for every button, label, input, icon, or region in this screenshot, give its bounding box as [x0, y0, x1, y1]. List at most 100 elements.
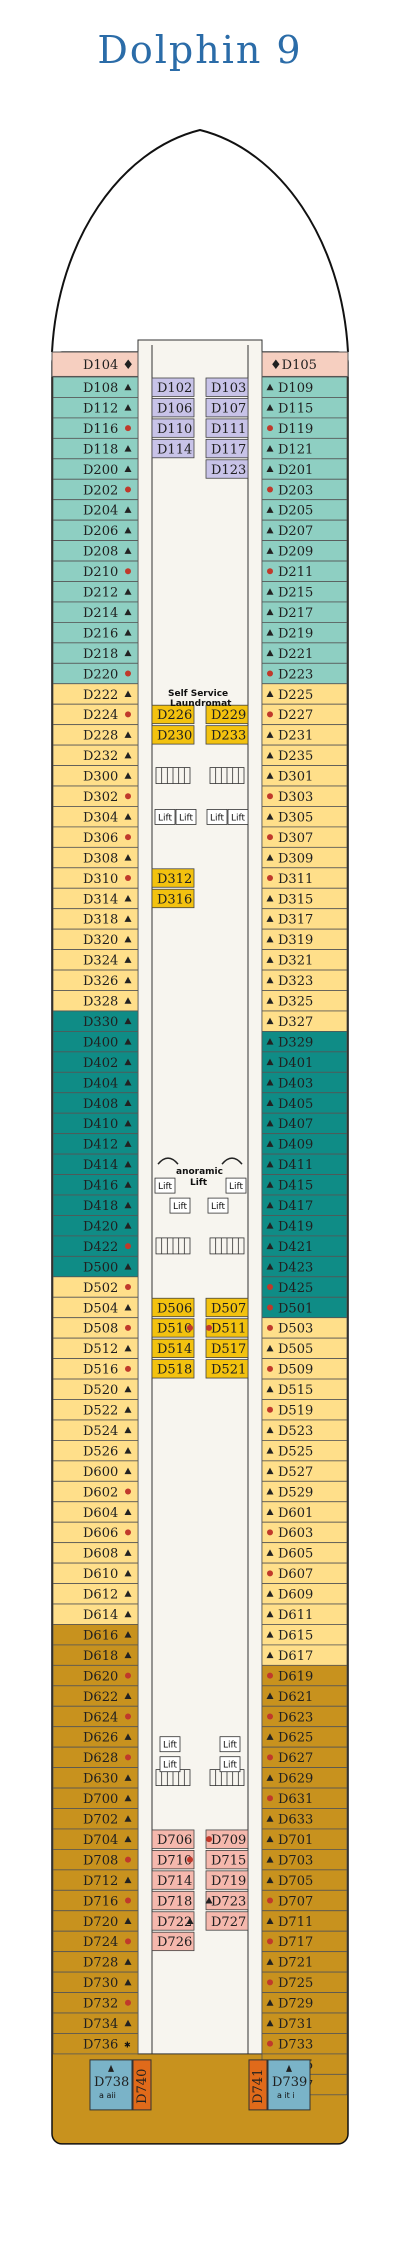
cabin-D312[interactable]: D312 — [151, 868, 195, 888]
cabin-D521[interactable]: D521 — [205, 1359, 249, 1379]
cabin-D522[interactable]: D522 — [52, 1399, 139, 1421]
cabin-D302[interactable]: D302 — [52, 785, 139, 807]
cabin-box[interactable] — [151, 888, 195, 909]
cabin-D714[interactable]: D714 — [151, 1870, 195, 1890]
cabin-D729[interactable]: D729 — [261, 1992, 348, 2014]
cabin-D523[interactable]: D523 — [261, 1419, 348, 1441]
cabin-D711[interactable]: D711 — [261, 1910, 348, 1932]
cabin-D609[interactable]: D609 — [261, 1583, 348, 1605]
cabin-D704[interactable]: D704 — [52, 1828, 139, 1850]
cabin-D201[interactable]: D201 — [261, 458, 348, 480]
lift-aft-3[interactable]: Lift — [159, 1756, 181, 1773]
cabin-D517[interactable]: D517 — [205, 1338, 249, 1359]
cabin-D310[interactable]: D310 — [52, 867, 139, 889]
cabin-D229[interactable]: D229 — [205, 704, 249, 725]
cabin-D330[interactable]: D330 — [52, 1010, 139, 1032]
cabin-D205[interactable]: D205 — [261, 499, 348, 521]
cabin-D503[interactable]: D503 — [261, 1317, 348, 1339]
lift-box[interactable] — [154, 809, 176, 825]
cabin-D415[interactable]: D415 — [261, 1174, 348, 1196]
cabin-D408[interactable]: D408 — [52, 1092, 139, 1114]
cabin-box[interactable] — [205, 1911, 249, 1931]
cabin-D121[interactable]: D121 — [261, 437, 348, 460]
cabin-box[interactable] — [151, 1318, 195, 1338]
cabin-D317[interactable]: D317 — [261, 908, 348, 930]
cabin-D103[interactable]: D103 — [205, 377, 249, 397]
cabin-D505[interactable]: D505 — [261, 1337, 348, 1360]
cabin-box[interactable] — [248, 2059, 268, 2111]
cabin-D307[interactable]: D307 — [261, 826, 348, 848]
cabin-D303[interactable]: D303 — [261, 785, 348, 807]
cabin-D328[interactable]: D328 — [52, 990, 139, 1012]
cabin-D736[interactable]: D736✱ — [52, 2033, 139, 2055]
cabin-D218[interactable]: D218 — [52, 642, 139, 664]
cabin-D109[interactable]: D109 — [261, 376, 348, 398]
cabin-box[interactable] — [205, 704, 249, 725]
cabin-D616[interactable]: D616 — [52, 1624, 139, 1646]
cabin-D525[interactable]: D525 — [261, 1440, 348, 1462]
lift-box[interactable] — [159, 1756, 181, 1773]
cabin-D722[interactable]: D722 — [151, 1911, 195, 1931]
cabin-D222[interactable]: D222 — [52, 683, 139, 705]
cabin-D311[interactable]: D311 — [261, 867, 348, 889]
cabin-box[interactable] — [151, 398, 195, 418]
lift-aft-1[interactable]: Lift — [159, 1736, 181, 1753]
cabin-D707[interactable]: D707 — [261, 1889, 348, 1912]
cabin-D520[interactable]: D520 — [52, 1378, 139, 1400]
cabin-box[interactable] — [151, 438, 195, 459]
cabin-D631[interactable]: D631 — [261, 1787, 348, 1809]
cabin-box[interactable] — [151, 377, 195, 397]
cabin-D618[interactable]: D618 — [52, 1644, 139, 1666]
cabin-D327[interactable]: D327 — [261, 1010, 348, 1032]
cabin-box[interactable] — [151, 1297, 195, 1318]
cabin-box[interactable] — [205, 725, 249, 745]
cabin-D200[interactable]: D200 — [52, 458, 139, 480]
cabin-box[interactable] — [151, 1911, 195, 1931]
cabin-D220[interactable]: D220 — [52, 662, 139, 685]
cabin-D409[interactable]: D409 — [261, 1133, 348, 1155]
cabin-D614[interactable]: D614 — [52, 1603, 139, 1625]
cabin-D524[interactable]: D524 — [52, 1419, 139, 1441]
cabin-D203[interactable]: D203 — [261, 478, 348, 501]
cabin-D507[interactable]: D507 — [205, 1297, 249, 1318]
cabin-D702[interactable]: D702 — [52, 1808, 139, 1830]
lift-box[interactable] — [227, 809, 249, 825]
cabin-D610[interactable]: D610 — [52, 1562, 139, 1584]
cabin-D319[interactable]: D319 — [261, 928, 348, 951]
cabin-D400[interactable]: D400 — [52, 1031, 139, 1053]
cabin-D728[interactable]: D728 — [52, 1951, 139, 1973]
cabin-D519[interactable]: D519 — [261, 1399, 348, 1421]
cabin-D414[interactable]: D414 — [52, 1153, 139, 1175]
lift-4[interactable]: Lift — [227, 809, 249, 825]
cabin-box[interactable] — [205, 398, 249, 418]
cabin-D204[interactable]: D204 — [52, 499, 139, 521]
cabin-box[interactable] — [151, 725, 195, 745]
cabin-D308[interactable]: D308 — [52, 846, 139, 869]
lift-box[interactable] — [159, 1736, 181, 1753]
cabin-box[interactable] — [205, 1870, 249, 1890]
cabin-D627[interactable]: D627 — [261, 1746, 348, 1769]
cabin-D301[interactable]: D301 — [261, 765, 348, 787]
cabin-D514[interactable]: D514 — [151, 1338, 195, 1359]
lift-box[interactable] — [169, 1197, 191, 1214]
cabin-D411[interactable]: D411 — [261, 1153, 348, 1175]
lift-panoramic-1[interactable]: Lift — [154, 1177, 176, 1194]
cabin-D723[interactable]: D723 — [205, 1890, 249, 1911]
cabin-D619[interactable]: D619 — [261, 1664, 348, 1687]
cabin-D116[interactable]: D116 — [52, 417, 139, 439]
cabin-D508[interactable]: D508 — [52, 1317, 139, 1339]
cabin-box[interactable] — [205, 1850, 249, 1870]
cabin-D305[interactable]: D305 — [261, 806, 348, 828]
cabin-box[interactable] — [205, 1297, 249, 1318]
cabin-D419[interactable]: D419 — [261, 1215, 348, 1237]
cabin-D730[interactable]: D730 — [52, 1971, 139, 1993]
cabin-D321[interactable]: D321 — [261, 949, 348, 971]
cabin-D230[interactable]: D230 — [151, 725, 195, 745]
cabin-D404[interactable]: D404 — [52, 1071, 139, 1094]
lift-aft-2[interactable]: Lift — [219, 1736, 241, 1753]
cabin-D416[interactable]: D416 — [52, 1174, 139, 1196]
cabin-D110[interactable]: D110 — [151, 418, 195, 438]
cabin-D115[interactable]: D115 — [261, 397, 348, 419]
cabin-D412[interactable]: D412 — [52, 1133, 139, 1155]
